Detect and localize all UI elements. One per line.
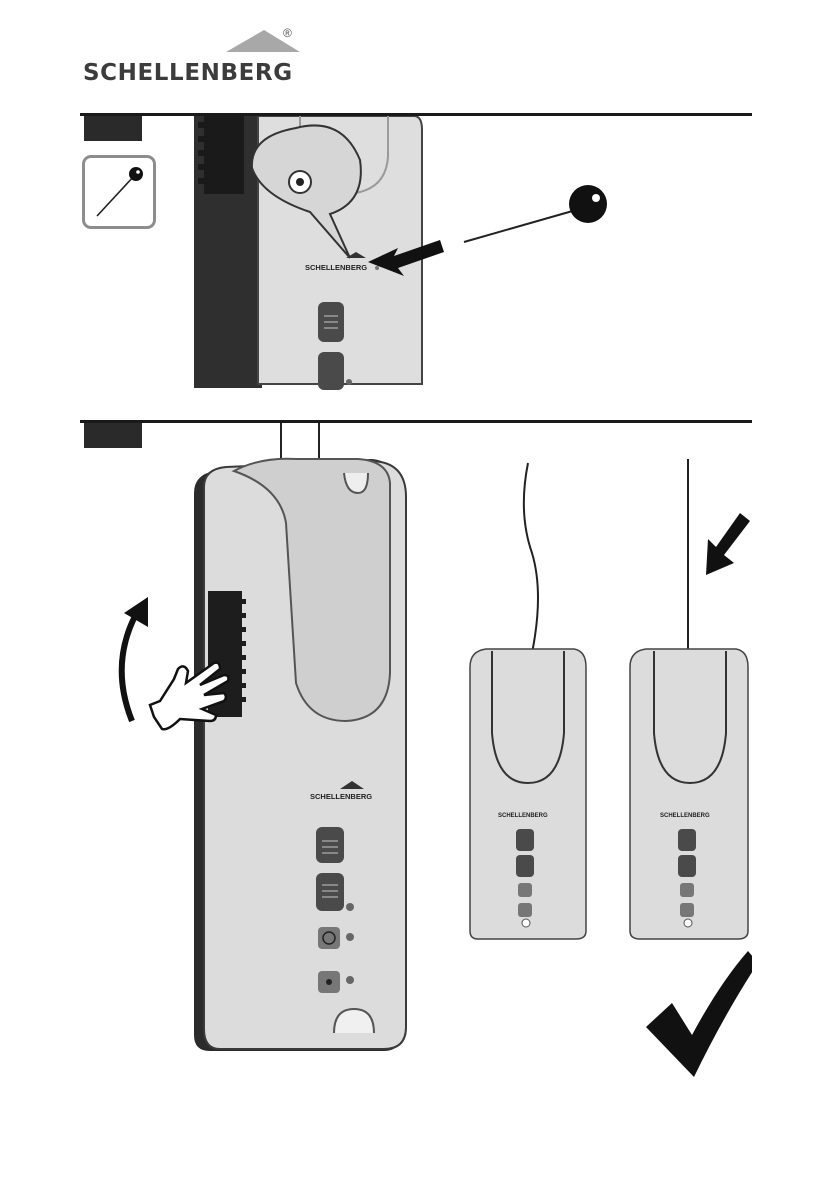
reset-hole (375, 266, 379, 270)
right-device-brand: SCHELLENBERG (660, 813, 710, 819)
device-brand-label: SCHELLENBERG (305, 263, 367, 272)
pin-needle (464, 210, 576, 242)
toothed-wheel (198, 116, 244, 194)
step-1-tab (84, 116, 142, 141)
brand-logo: ® SCHELLENBERG (80, 24, 320, 90)
down-button (318, 352, 344, 390)
brand-name: SCHELLENBERG (83, 60, 293, 86)
arrow-down-left-icon (706, 513, 750, 575)
pin-tool-icon (82, 155, 156, 229)
left-device-brand: SCHELLENBERG (498, 813, 548, 819)
main-device-brand: SCHELLENBERG (310, 792, 372, 801)
step-1-illustration: SCHELLENBERG (192, 116, 752, 390)
pin-head (569, 185, 607, 223)
registered-mark: ® (283, 26, 292, 40)
clock-button (318, 927, 340, 949)
checkmark-icon (646, 951, 752, 1077)
left-cable (524, 463, 538, 653)
curved-arrow-up-icon (122, 607, 140, 721)
step-2-illustration: SCHELLENBERG SCHELLENBERG SCHELLENBERG (100, 423, 752, 1081)
up-button (316, 827, 344, 863)
